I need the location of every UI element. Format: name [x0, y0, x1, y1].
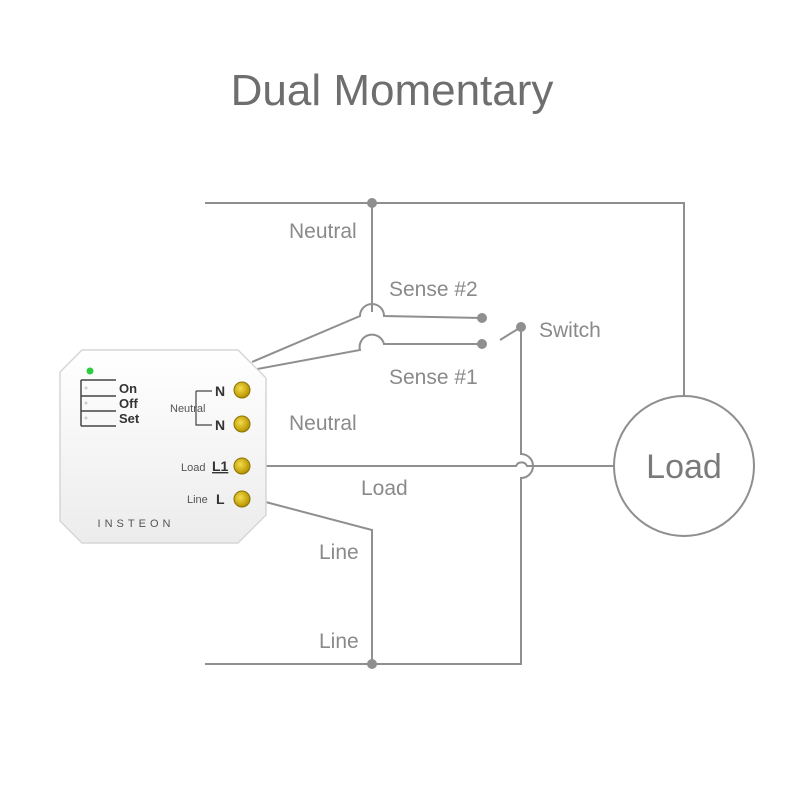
switch-common-wire [372, 327, 534, 665]
load-wire [258, 461, 614, 467]
switch-label: Switch [539, 319, 601, 342]
status-led-icon [86, 367, 94, 375]
terminal-l-label: L [216, 491, 225, 507]
terminal-n2-label: N [215, 417, 225, 433]
button-bracket [80, 379, 116, 427]
terminal-n1-label: N [215, 383, 225, 399]
set-button-label[interactable]: Set [119, 411, 140, 426]
sense1-label: Sense #1 [389, 366, 478, 389]
button-dot-icon [84, 416, 88, 420]
line-terminal-caption: Line [187, 494, 208, 506]
sense2-contact-node [477, 313, 487, 323]
switch-pivot-node [516, 322, 526, 332]
load-terminal-caption: Load [181, 462, 205, 474]
wires [205, 202, 685, 665]
off-button-label[interactable]: Off [119, 396, 138, 411]
terminal-n1-screw-icon [233, 381, 251, 399]
terminal-l1-screw-icon [233, 457, 251, 475]
device-body [59, 349, 267, 544]
line-upper-label: Line [319, 541, 359, 564]
sense1-contact-node [477, 339, 487, 349]
sense2-wire [251, 303, 483, 363]
line-junction-node [367, 659, 377, 669]
neutral-top-label: Neutral [289, 220, 357, 243]
terminal-l-screw-icon [233, 490, 251, 508]
neutral-mid-label: Neutral [289, 412, 357, 435]
neutral-junction-node [367, 198, 377, 208]
load-label: Load [646, 448, 722, 486]
line-lower-label: Line [319, 630, 359, 653]
terminal-l1-label: L1 [212, 458, 229, 474]
terminal-n2-screw-icon [233, 415, 251, 433]
load-circle [613, 395, 755, 537]
insteon-device: On Off Set Neutral N N Load L1 Line L IN… [59, 349, 267, 544]
button-dot-icon [84, 401, 88, 405]
sense1-wire [251, 333, 482, 371]
brand-logo: INSTEON [98, 518, 175, 530]
neutral-bracket [195, 390, 212, 426]
load-wire-label: Load [361, 477, 408, 500]
on-button-label[interactable]: On [119, 381, 137, 396]
button-dot-icon [84, 386, 88, 390]
neutral-supply-wire [205, 202, 685, 402]
sense2-label: Sense #2 [389, 278, 478, 301]
line-wire [257, 499, 373, 664]
diagram-title: Dual Momentary [231, 66, 554, 115]
neutral-terminal-caption: Neutral [170, 403, 205, 415]
